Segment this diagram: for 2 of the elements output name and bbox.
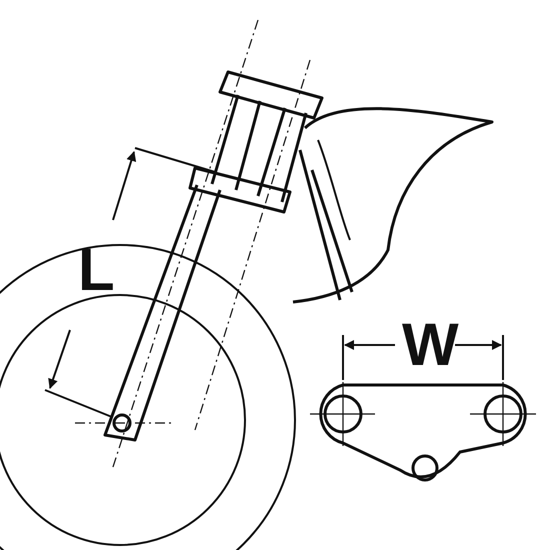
dimension-label: W — [402, 315, 459, 375]
dimension-label: L — [78, 240, 115, 300]
